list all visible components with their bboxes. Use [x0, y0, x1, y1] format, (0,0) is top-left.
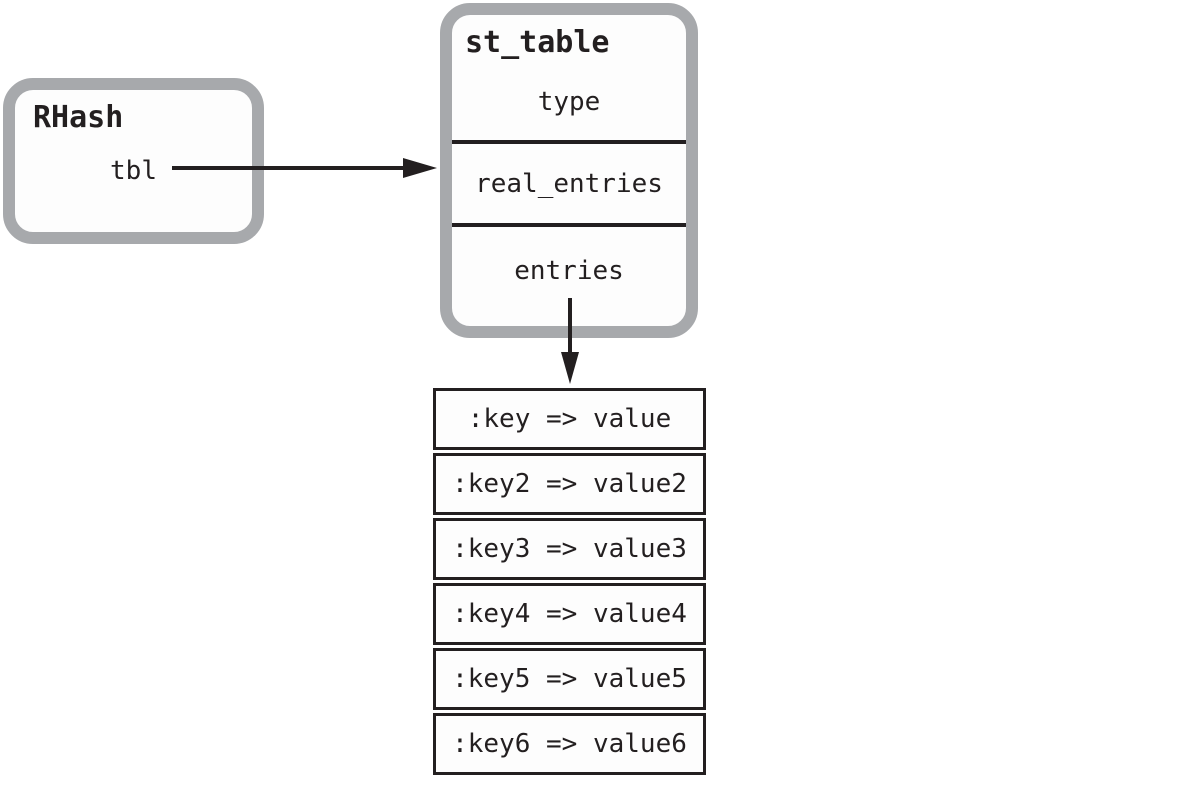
rhash-field-tbl: tbl — [110, 156, 157, 186]
st-table-field-real-entries: real_entries — [452, 140, 686, 223]
entry-row-2: :key2 => value2 — [433, 453, 706, 515]
rhash-title: RHash — [33, 100, 124, 135]
entry-row-4: :key4 => value4 — [433, 583, 706, 645]
entry-row-6: :key6 => value6 — [433, 713, 706, 775]
entry-row-5: :key5 => value5 — [433, 648, 706, 710]
rhash-struct-box: RHash tbl — [3, 78, 264, 244]
st-table-title: st_table — [465, 25, 610, 60]
entries-array-table: :key => value :key2 => value2 :key3 => v… — [433, 388, 706, 775]
entry-row-3: :key3 => value3 — [433, 518, 706, 580]
st-table-struct-box: st_table type real_entries entries — [440, 3, 698, 338]
st-table-field-type: type — [537, 87, 601, 117]
st-table-field-entries: entries — [452, 223, 686, 315]
entry-row-1: :key => value — [433, 388, 706, 450]
